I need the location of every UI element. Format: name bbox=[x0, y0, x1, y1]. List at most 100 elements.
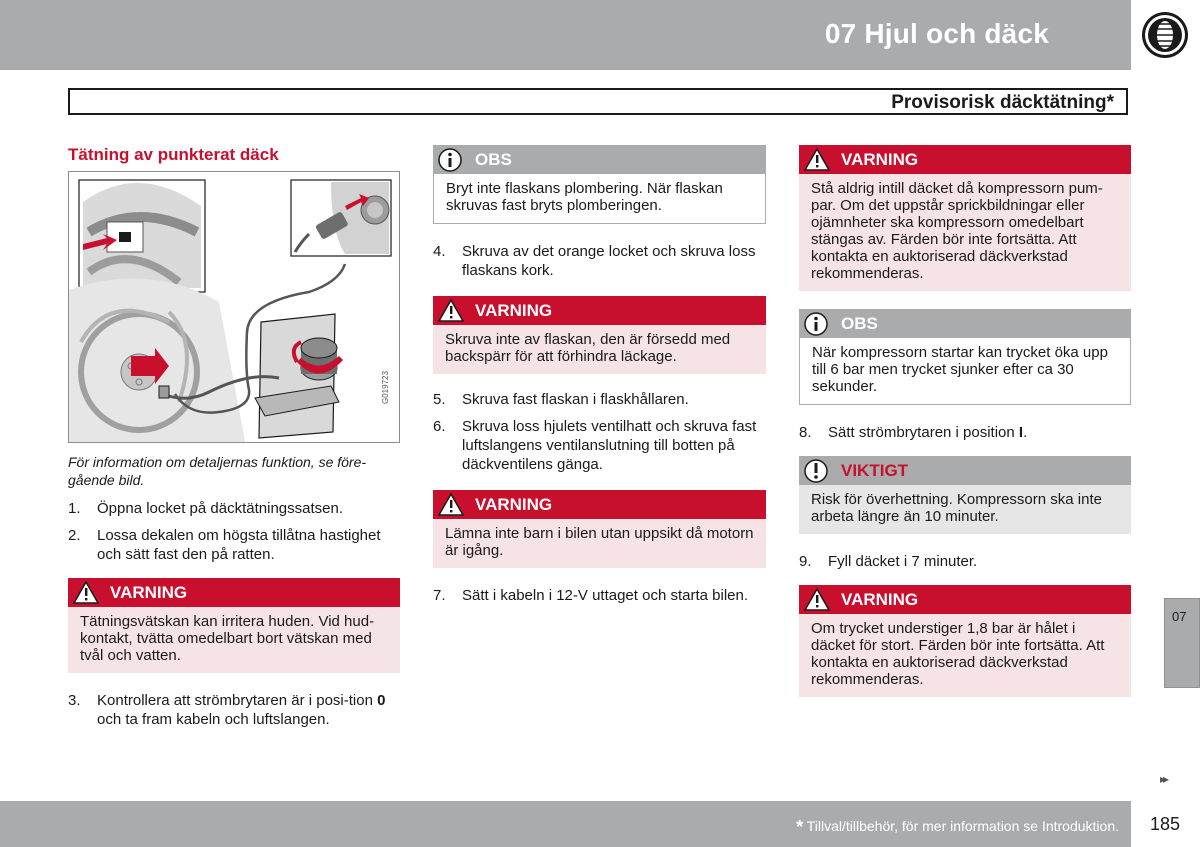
step-text: Sätt strömbrytaren i position bbox=[828, 424, 1019, 441]
position-value: 0 bbox=[377, 692, 386, 709]
obs-text: Bryt inte flaskans plombering. När flask… bbox=[433, 174, 766, 224]
sealant-kit-illustration bbox=[69, 179, 392, 442]
warning-header: VARNING bbox=[68, 578, 400, 607]
position-value: I bbox=[1018, 424, 1024, 441]
footnote: * Tillval/tillbehör, för mer information… bbox=[796, 817, 1119, 838]
warning-triangle-icon bbox=[437, 298, 465, 322]
warning-box: VARNING Stå aldrig intill däcket då komp… bbox=[799, 145, 1131, 291]
obs-header: OBS bbox=[433, 145, 766, 174]
warning-triangle-icon bbox=[803, 587, 831, 611]
exclamation-icon bbox=[804, 459, 828, 483]
warning-header: VARNING bbox=[433, 490, 766, 519]
figure-id: G019723 bbox=[381, 371, 390, 404]
step-number: 2. bbox=[68, 527, 81, 544]
warning-triangle-icon bbox=[803, 147, 831, 171]
column-2: OBS Bryt inte flaskans plombering. När f… bbox=[433, 145, 766, 613]
warning-triangle-icon bbox=[72, 580, 100, 604]
obs-header: OBS bbox=[799, 309, 1131, 338]
step-text: Öppna locket på däcktätningssatsen. bbox=[97, 500, 343, 517]
info-icon bbox=[804, 312, 828, 336]
warning-label: VARNING bbox=[475, 301, 553, 320]
warning-box: VARNING Skruva inte av flaskan, den är f… bbox=[433, 296, 766, 374]
column-1: Tätning av punkterat däck bbox=[68, 145, 400, 737]
warning-label: VARNING bbox=[841, 150, 919, 169]
obs-box: OBS När kompressorn startar kan trycket … bbox=[799, 309, 1131, 405]
step-text: Skruva loss hjulets ventilhatt och skruv… bbox=[462, 418, 757, 473]
info-icon bbox=[438, 148, 462, 172]
step-text: Kontrollera att strömbrytaren är i posi-… bbox=[97, 692, 378, 709]
list-item: 2. Lossa dekalen om högsta tillåtna hasti… bbox=[68, 526, 400, 564]
chapter-header-bar: 07 Hjul och däck bbox=[0, 0, 1131, 70]
column-3: VARNING Stå aldrig intill däcket då komp… bbox=[799, 145, 1131, 697]
step-number: 1. bbox=[68, 500, 81, 517]
step-number: 8. bbox=[799, 424, 812, 441]
section-title: Provisorisk däcktätning* bbox=[891, 92, 1114, 113]
list-item: 4. Skruva av det orange locket och skruva… bbox=[433, 242, 766, 280]
step-text: Lossa dekalen om högsta tillåtna hastigh… bbox=[97, 527, 381, 563]
section-title-box: Provisorisk däcktätning* bbox=[68, 88, 1128, 115]
list-item: 3. Kontrollera att strömbrytaren är i pos… bbox=[68, 691, 400, 729]
steps-list-1: 1. Öppna locket på däcktätningssatsen. 2.… bbox=[68, 499, 400, 564]
list-item: 6. Skruva loss hjulets ventilhatt och skr… bbox=[433, 417, 766, 474]
step-text: Fyll däcket i 7 minuter. bbox=[828, 553, 978, 570]
page-number-box: 185 bbox=[1131, 801, 1200, 847]
warning-label: VARNING bbox=[475, 495, 553, 514]
steps-list-2b: 5. Skruva fast flaskan i flaskhållaren. 6… bbox=[433, 390, 766, 474]
step-number: 6. bbox=[433, 418, 446, 435]
list-item: 9. Fyll däcket i 7 minuter. bbox=[799, 552, 1131, 571]
warning-header: VARNING bbox=[433, 296, 766, 325]
side-tab-label: 07 bbox=[1172, 609, 1187, 624]
obs-box: OBS Bryt inte flaskans plombering. När f… bbox=[433, 145, 766, 224]
obs-text: När kompressorn startar kan trycket öka … bbox=[799, 338, 1131, 405]
subheading: Tätning av punkterat däck bbox=[68, 145, 279, 164]
steps-list-1b: 3. Kontrollera att strömbrytaren är i pos… bbox=[68, 691, 400, 729]
important-text: Risk för överhettning. Kompressorn ska i… bbox=[799, 485, 1131, 534]
important-label: VIKTIGT bbox=[841, 461, 909, 480]
footnote-asterisk: * bbox=[796, 817, 804, 837]
step-number: 9. bbox=[799, 553, 812, 570]
warning-label: VARNING bbox=[841, 590, 919, 609]
page-number: 185 bbox=[1150, 814, 1181, 834]
warning-box: VARNING Om trycket understiger 1,8 bar ä… bbox=[799, 585, 1131, 697]
steps-list-2: 4. Skruva av det orange locket och skruva… bbox=[433, 242, 766, 280]
list-item: 1. Öppna locket på däcktätningssatsen. bbox=[68, 499, 400, 518]
important-header: VIKTIGT bbox=[799, 456, 1131, 485]
steps-list-2c: 7. Sätt i kabeln i 12-V uttaget och start… bbox=[433, 586, 766, 605]
illustration-figure: G019723 bbox=[68, 171, 400, 443]
step-text-end: och ta fram kabeln och luftslangen. bbox=[97, 711, 330, 728]
continue-arrows-icon: ▸▸ bbox=[1160, 772, 1169, 786]
list-item: 8. Sätt strömbrytaren i position I. bbox=[799, 423, 1131, 442]
figure-caption: För information om detaljernas funktion,… bbox=[68, 454, 367, 488]
step-number: 4. bbox=[433, 243, 446, 260]
steps-list-3b: 9. Fyll däcket i 7 minuter. bbox=[799, 552, 1131, 571]
step-text: Sätt i kabeln i 12-V uttaget och starta … bbox=[462, 587, 749, 604]
warning-text: Om trycket understiger 1,8 bar är hålet … bbox=[799, 614, 1131, 697]
warning-text: Stå aldrig intill däcket då kompressorn … bbox=[799, 174, 1131, 291]
warning-box: VARNING Lämna inte barn i bilen utan upp… bbox=[433, 490, 766, 568]
step-number: 3. bbox=[68, 692, 81, 709]
steps-list-3: 8. Sätt strömbrytaren i position I. bbox=[799, 423, 1131, 442]
chapter-side-tab: 07 bbox=[1164, 598, 1200, 688]
step-number: 5. bbox=[433, 391, 446, 408]
obs-label: OBS bbox=[475, 150, 512, 169]
warning-label: VARNING bbox=[110, 583, 188, 602]
step-number: 7. bbox=[433, 587, 446, 604]
list-item: 5. Skruva fast flaskan i flaskhållaren. bbox=[433, 390, 766, 409]
footer-bar: * Tillval/tillbehör, för mer information… bbox=[0, 801, 1131, 847]
chapter-title: 07 Hjul och däck bbox=[824, 18, 1049, 49]
warning-text: Tätningsvätskan kan irritera huden. Vid … bbox=[68, 607, 400, 673]
chapter-icon-box bbox=[1131, 0, 1200, 70]
tyre-icon bbox=[1142, 12, 1188, 58]
warning-text: Lämna inte barn i bilen utan uppsikt då … bbox=[433, 519, 766, 568]
list-item: 7. Sätt i kabeln i 12-V uttaget och start… bbox=[433, 586, 766, 605]
important-box: VIKTIGT Risk för överhettning. Kompresso… bbox=[799, 456, 1131, 534]
warning-header: VARNING bbox=[799, 585, 1131, 614]
step-text: Skruva fast flaskan i flaskhållaren. bbox=[462, 391, 689, 408]
step-text-end: . bbox=[1023, 424, 1028, 441]
warning-triangle-icon bbox=[437, 492, 465, 516]
obs-label: OBS bbox=[841, 314, 878, 333]
warning-text: Skruva inte av flaskan, den är försedd m… bbox=[433, 325, 766, 374]
warning-box: VARNING Tätningsvätskan kan irritera hud… bbox=[68, 578, 400, 673]
step-text: Skruva av det orange locket och skruva l… bbox=[462, 243, 756, 279]
footnote-text: Tillval/tillbehör, för mer information s… bbox=[803, 818, 1119, 834]
